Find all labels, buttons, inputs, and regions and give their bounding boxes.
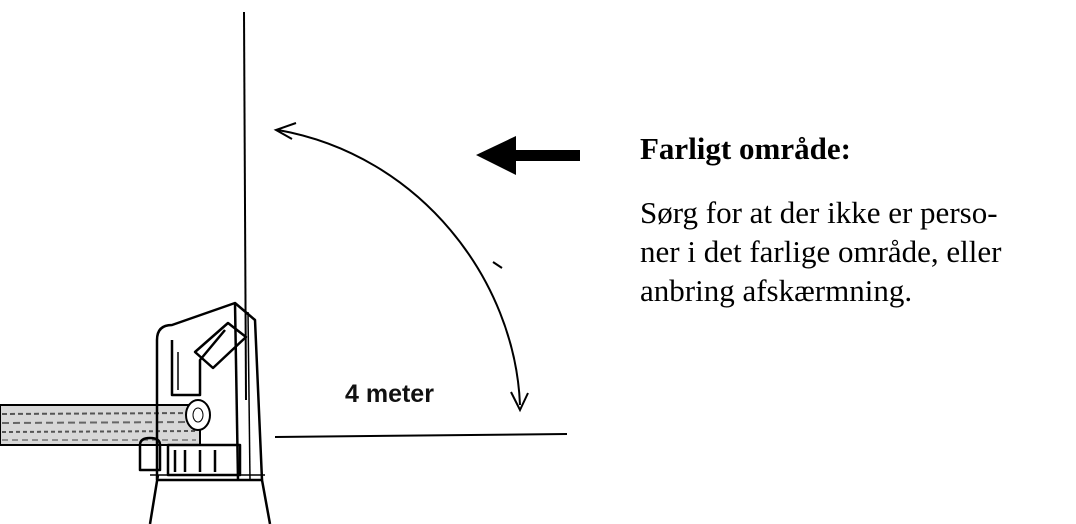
ground-line [274, 433, 568, 438]
warning-line: Sørg for at der ikke er perso- [640, 195, 998, 231]
warning-body: Sørg for at der ikke er perso- ner i det… [640, 193, 1070, 310]
warning-line: ner i det farlige område, eller [640, 234, 1002, 270]
danger-zone-diagram: 4 meter [0, 11, 580, 524]
warning-text-block: Farligt område: Sørg for at der ikke er … [640, 130, 1070, 310]
arc-arrowhead-bottom [510, 391, 529, 413]
log-illustration [0, 399, 211, 446]
arc-tick [492, 261, 503, 269]
swing-arc [277, 129, 521, 406]
vertical-reference-line [243, 11, 247, 401]
warning-heading: Farligt område: [640, 131, 851, 166]
distance-label: 4 meter [345, 380, 434, 408]
machine-illustration [138, 301, 272, 524]
warning-line: anbring afskærmning. [640, 273, 913, 309]
left-arrow-icon [476, 136, 580, 175]
arc-arrowhead-top [273, 122, 297, 140]
